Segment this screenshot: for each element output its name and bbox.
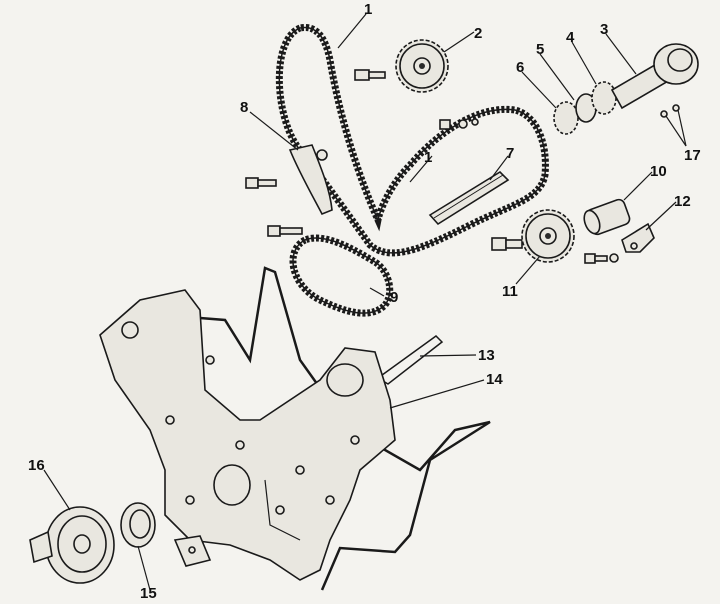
timing-cover	[99, 289, 396, 581]
callout-labels: 1 1 2 3 4 5 6 7 8 9 10 11 12 13 14 15 16…	[28, 1, 701, 602]
callout-9: 9	[390, 289, 398, 306]
upper-gasket	[376, 335, 444, 385]
callout-4: 4	[566, 29, 575, 46]
camshaft-sprocket	[395, 39, 449, 93]
callout-14: 14	[486, 371, 503, 388]
bolts	[245, 69, 619, 264]
tensioner-bracket	[621, 222, 655, 253]
bolt-tensioner-upper	[245, 177, 277, 189]
callout-8: 8	[240, 99, 248, 116]
callout-2: 2	[474, 25, 482, 42]
bolt-guide	[439, 118, 479, 130]
lower-timing-chain	[289, 234, 394, 317]
bolt-sprocket-upper	[354, 69, 386, 81]
drive-sprockets-assembly	[553, 43, 699, 135]
bolt-bracket	[584, 253, 619, 264]
bolt-lower-sprocket	[491, 237, 523, 251]
chain-guide	[428, 170, 510, 226]
callout-17: 17	[684, 147, 701, 164]
chain-tensioner-shoe	[288, 144, 333, 216]
callout-10: 10	[650, 163, 667, 180]
callout-1: 1	[364, 1, 372, 18]
callout-16: 16	[28, 457, 45, 474]
callout-11: 11	[502, 283, 518, 300]
bolt-tensioner-lower	[267, 225, 303, 237]
cover-gasket	[199, 266, 491, 591]
callout-6: 6	[516, 59, 524, 76]
callout-7: 7	[506, 145, 514, 162]
crankshaft-oil-seal	[120, 502, 156, 548]
callout-12: 12	[674, 193, 691, 210]
callout-1-lower: 1	[424, 149, 432, 166]
leader-lines	[43, 13, 687, 591]
callout-13: 13	[478, 347, 495, 364]
callout-3: 3	[600, 21, 608, 38]
lower-bracket	[173, 535, 212, 567]
callout-5: 5	[536, 41, 544, 58]
hydraulic-tensioner	[583, 198, 631, 236]
crankshaft-pulley	[29, 506, 115, 584]
callout-15: 15	[140, 585, 157, 602]
intermediate-sprocket	[521, 209, 575, 263]
